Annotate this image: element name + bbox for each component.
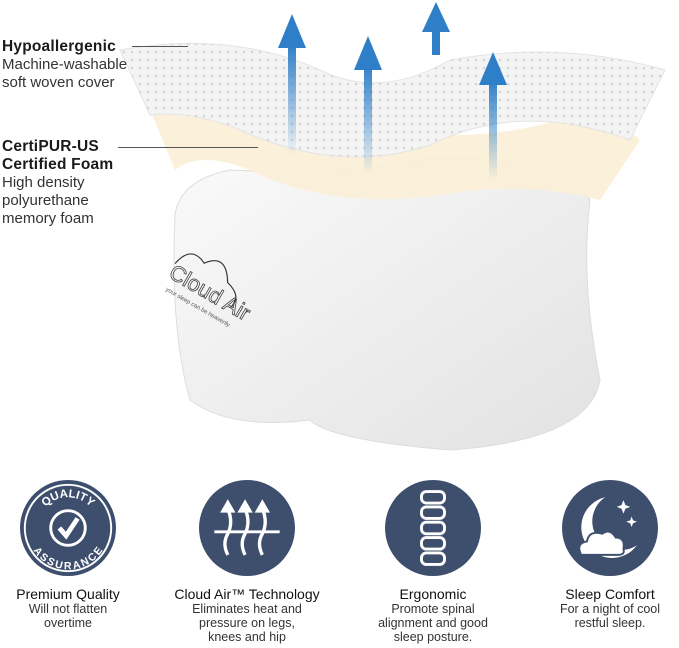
feature-desc: sleep posture. (393, 630, 473, 644)
callout-certipur: CertiPUR-US Certified Foam High density … (2, 138, 113, 228)
spine-icon (385, 480, 481, 576)
pillow-illustration: Cloud Air your sleep can be heavenly (119, 2, 666, 451)
callout-text: High density (2, 174, 85, 191)
callout-text: soft woven cover (2, 74, 115, 91)
svg-text:ASSURANCE: ASSURANCE (31, 545, 106, 573)
feature-desc: alignment and good (378, 616, 488, 630)
callout-title: CertiPUR-US (2, 138, 99, 155)
feature-desc: For a night of cool (559, 602, 661, 616)
callout-title: Hypoallergenic (2, 38, 116, 55)
airflow-arrow-icons (278, 2, 507, 180)
feature-premium-quality: QUALITY ASSURANCE Premium Quality Will n… (0, 480, 148, 630)
svg-text:QUALITY: QUALITY (40, 488, 97, 509)
callout-hypoallergenic: Hypoallergenic Machine-washable soft wov… (2, 38, 127, 92)
feature-desc: restful sleep. (574, 616, 646, 630)
quality-assurance-badge-icon: QUALITY ASSURANCE (20, 480, 116, 576)
feature-title: Cloud Air™ Technology (174, 586, 320, 602)
feature-desc: overtime (44, 616, 92, 630)
feature-desc: Will not flatten (28, 602, 108, 616)
feature-desc: knees and hip (208, 630, 286, 644)
feature-desc: pressure on legs, (199, 616, 295, 630)
feature-title: Sleep Comfort (565, 586, 655, 602)
feature-cloud-air-technology: Cloud Air™ Technology Eliminates heat an… (167, 480, 327, 644)
callout-text: memory foam (2, 210, 94, 227)
callout-title: Certified Foam (2, 156, 114, 173)
moon-cloud-icon (562, 480, 658, 576)
feature-title: Ergonomic (399, 586, 467, 602)
feature-sleep-comfort: Sleep Comfort For a night of cool restfu… (530, 480, 679, 630)
feature-desc: Eliminates heat and (192, 602, 302, 616)
feature-title: Premium Quality (16, 586, 120, 602)
callout-text: polyurethane (2, 192, 89, 209)
feature-desc: Promote spinal (391, 602, 475, 616)
feature-ergonomic: Ergonomic Promote spinal alignment and g… (353, 480, 513, 644)
callout-text: Machine-washable (2, 56, 128, 73)
airflow-arrows-icon (199, 480, 295, 576)
callout-line (132, 46, 188, 47)
callout-line (118, 147, 258, 148)
